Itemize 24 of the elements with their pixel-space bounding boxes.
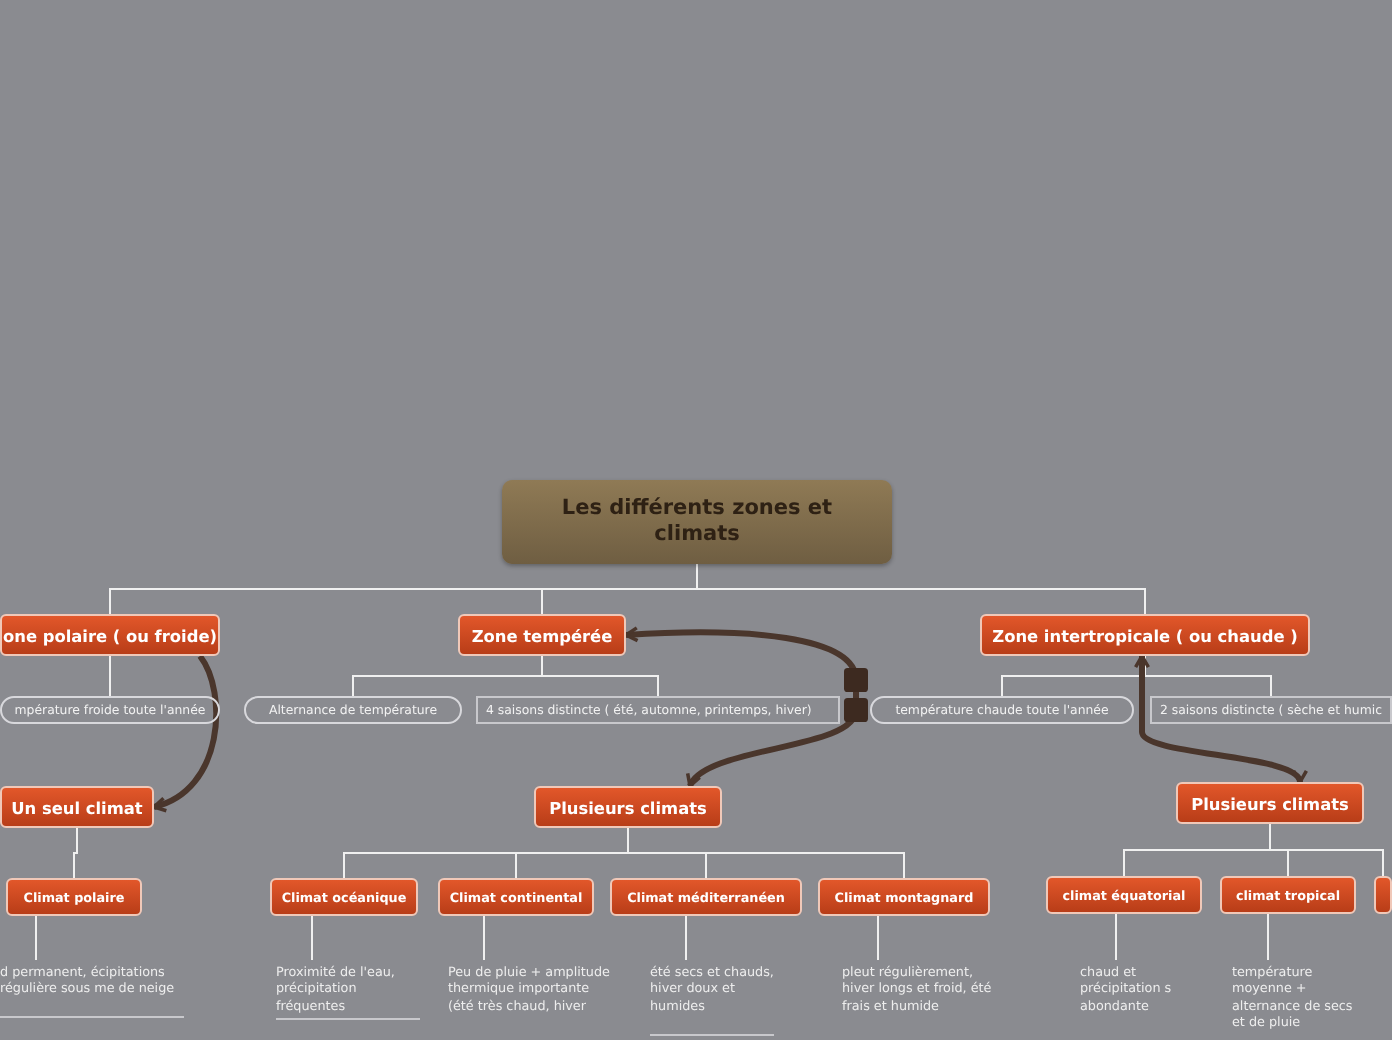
connector-line — [1267, 913, 1269, 961]
topic-box: Plusieurs climats — [534, 786, 722, 828]
topic-box: Zone intertropicale ( ou chaude ) — [980, 614, 1310, 656]
connector-line — [73, 827, 78, 879]
connector-line — [1115, 913, 1117, 961]
connector-line — [311, 915, 313, 961]
curved-arrow — [152, 654, 220, 812]
curved-arrow — [1133, 654, 1303, 784]
connector-line — [109, 655, 111, 697]
topic-box: Plusieurs climats — [1176, 782, 1364, 824]
connector-line — [541, 655, 659, 697]
topic-box: one polaire ( ou froide) — [0, 614, 220, 656]
connector-line — [696, 563, 1146, 615]
connector-line — [685, 915, 687, 961]
connector-line — [483, 915, 485, 961]
curved-arrow — [625, 626, 868, 788]
topic-box: Un seul climat — [0, 786, 154, 828]
connector-line — [877, 915, 879, 961]
connector-line — [627, 827, 905, 879]
topic-box: Zone tempérée — [458, 614, 626, 656]
connector-line — [1269, 823, 1384, 877]
connector-line — [35, 915, 37, 961]
central-topic-box: Les différents zones et climats — [502, 480, 892, 564]
subtopic-box — [1374, 876, 1392, 914]
